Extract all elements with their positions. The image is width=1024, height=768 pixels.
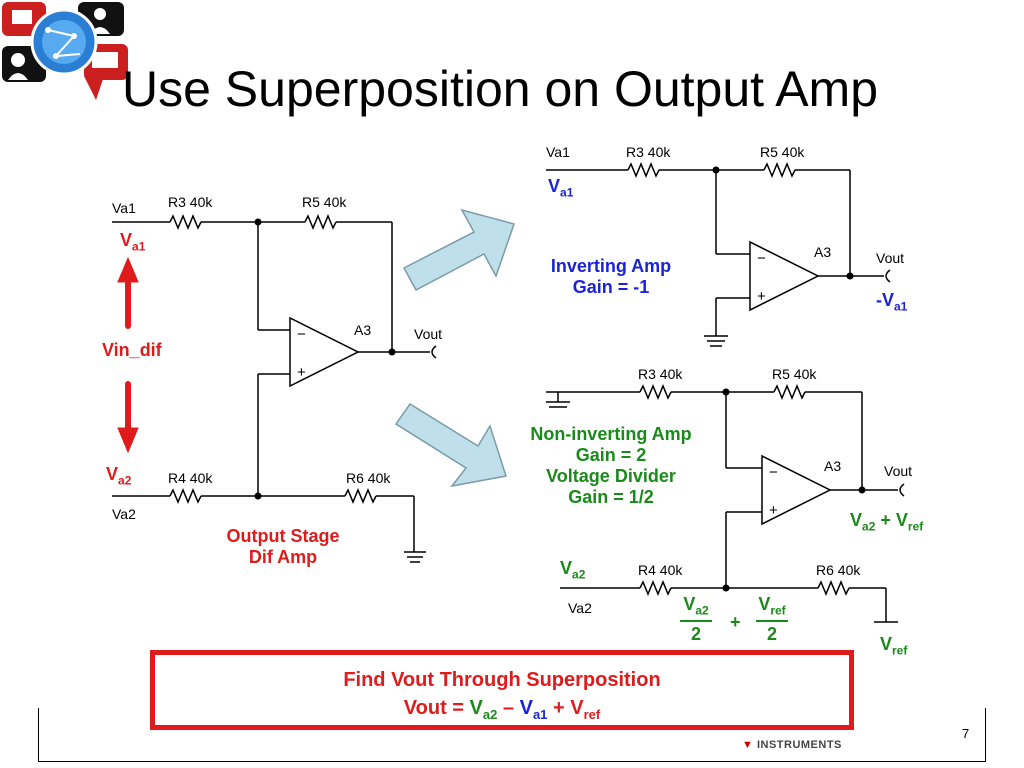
fraction-plus: + [730,612,741,632]
arrow-to-inverting [402,208,515,292]
left-caption: Output Stage Dif Amp [226,526,340,567]
fraction-va2-over-2: Va2 2 [680,594,712,645]
inv-r3-label: R3 40k [626,144,671,160]
noninv-r6-label: R6 40k [816,562,861,578]
vref-label: Vref [880,634,908,658]
noninv-r5-label: R5 40k [772,366,817,382]
left-r3-label: R3 40k [168,194,213,210]
left-r6-label: R6 40k [346,470,391,486]
arrow-to-noninverting [394,402,507,488]
inverting-junctions [712,166,854,280]
noninv-r4-label: R4 40k [638,562,683,578]
left-va2-label: Va2 [112,506,136,522]
inv-va1-label: Va1 [546,144,570,160]
noninv-va2-label: Va2 [568,600,592,616]
inv-amp-label: A3 [814,244,832,260]
find-box-line2: Vout = Va2 – Va1 + Vref [403,697,601,722]
inv-minus-sign: − [757,250,766,267]
noninv-vout-label: Vout [884,463,913,479]
footer-frame [38,708,986,762]
noninv-output-label: Va2 + Vref [850,510,924,534]
inverting-circuit-wires [546,162,891,347]
noninv-plus-sign: + [769,502,778,519]
left-plus-sign: + [297,364,306,381]
find-box-line1: Find Vout Through Superposition [343,669,661,691]
left-r5-label: R5 40k [302,194,347,210]
vin-dif-arrows [117,256,139,454]
left-r4-label: R4 40k [168,470,213,486]
left-va2-red: Va2 [106,464,132,488]
fraction-vref-over-2: Vref 2 [756,594,788,645]
noninverting-junctions [722,388,866,592]
left-minus-sign: − [297,326,306,343]
inv-input-label: Va1 [548,176,574,200]
inv-vout-label: Vout [876,250,905,266]
inv-caption: Inverting Amp Gain = -1 [550,256,672,297]
vin-dif-label: Vin_dif [102,340,162,360]
inv-plus-sign: + [757,288,766,305]
left-junctions [254,218,396,500]
find-vout-box: Find Vout Through Superposition Vout = V… [150,650,854,730]
logo-icon [2,2,128,100]
noninv-minus-sign: − [769,464,778,481]
ti-logo: ▼ INSTRUMENTS [742,739,842,751]
noninv-r3-label: R3 40k [638,366,683,382]
page-number: 7 [962,726,970,741]
inv-output-label: -Va1 [876,290,908,314]
noninverting-circuit-wires [546,384,905,623]
slide-title: Use Superposition on Output Amp [122,61,879,117]
left-vout-label: Vout [414,326,443,342]
left-va1-red: Va1 [120,230,146,254]
inv-r5-label: R5 40k [760,144,805,160]
noninv-caption: Non-inverting Amp Gain = 2 Voltage Divid… [530,424,692,507]
left-circuit-wires [112,214,437,563]
noninv-amp-label: A3 [824,458,842,474]
left-amp-label: A3 [354,322,372,338]
noninv-input-label: Va2 [560,558,586,582]
left-va1-label: Va1 [112,200,136,216]
